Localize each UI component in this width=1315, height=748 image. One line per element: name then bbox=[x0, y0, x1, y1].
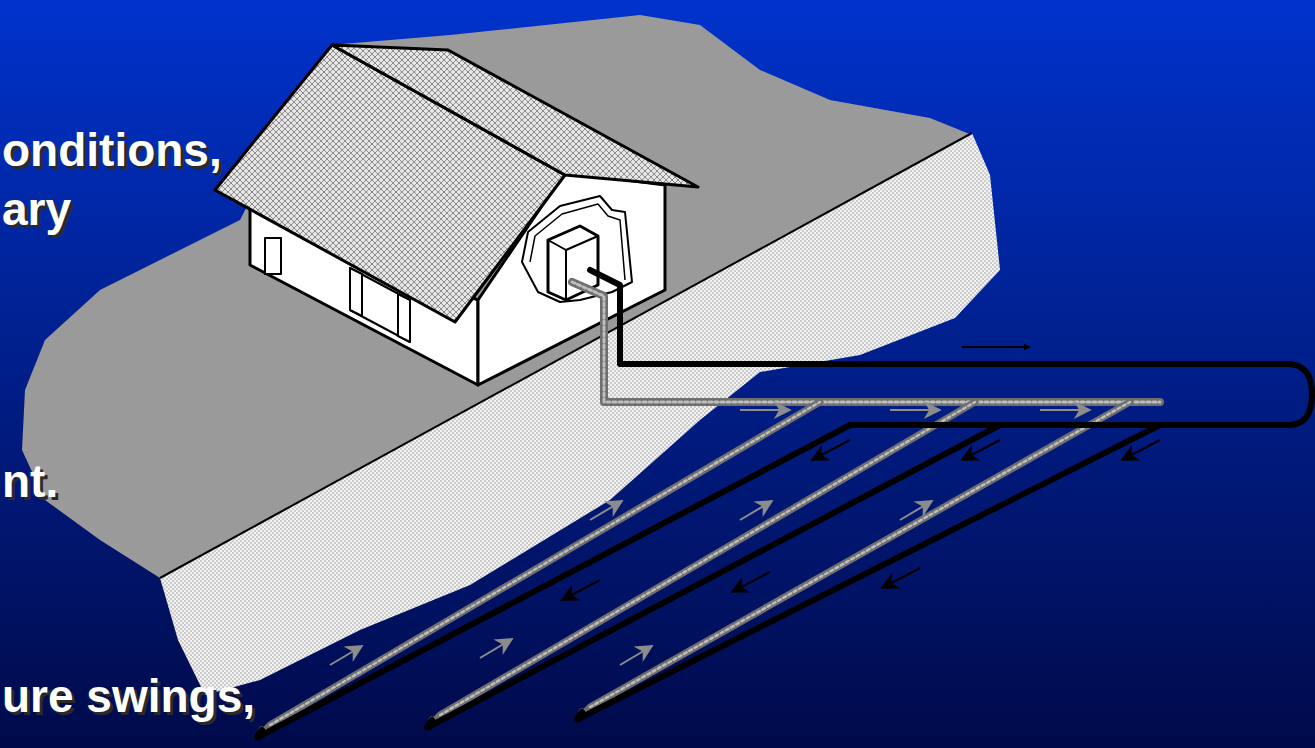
flow-arrow bbox=[732, 572, 770, 592]
flow-arrow bbox=[330, 646, 362, 665]
return-header bbox=[572, 282, 1160, 402]
flow-arrow bbox=[882, 568, 920, 588]
supply-pipe bbox=[257, 270, 1312, 738]
side-text-fragment: nt. bbox=[2, 458, 58, 504]
supply-leg bbox=[257, 425, 850, 738]
return-leg bbox=[270, 402, 1130, 725]
roof-right bbox=[332, 45, 698, 187]
flow-arrow bbox=[740, 501, 772, 520]
flow-arrow bbox=[562, 580, 600, 600]
side-text-fragment: onditions, bbox=[2, 127, 222, 173]
side-text-fragment: ure swings, bbox=[2, 673, 255, 719]
flow-arrow bbox=[740, 409, 790, 411]
supply-leg bbox=[427, 425, 1000, 728]
side-text-fragment: ary bbox=[2, 186, 71, 232]
flow-arrows bbox=[330, 347, 1160, 665]
flow-arrow bbox=[890, 409, 940, 411]
window-shutter bbox=[350, 268, 362, 316]
flow-arrow bbox=[962, 440, 1000, 460]
flow-arrow bbox=[1122, 440, 1160, 460]
return-header bbox=[572, 282, 1160, 402]
house-door bbox=[265, 238, 281, 274]
house bbox=[215, 45, 698, 385]
supply-leg bbox=[577, 425, 1160, 720]
window-shutter bbox=[398, 294, 410, 342]
flow-arrow bbox=[480, 639, 512, 658]
flow-arrow bbox=[812, 440, 850, 460]
flow-arrow bbox=[590, 501, 622, 520]
house-window bbox=[350, 268, 410, 342]
flow-arrow bbox=[620, 646, 652, 665]
flow-arrow bbox=[1040, 409, 1090, 411]
flow-arrow bbox=[962, 346, 1030, 348]
supply-header bbox=[590, 270, 1312, 425]
flow-arrow bbox=[900, 501, 932, 520]
